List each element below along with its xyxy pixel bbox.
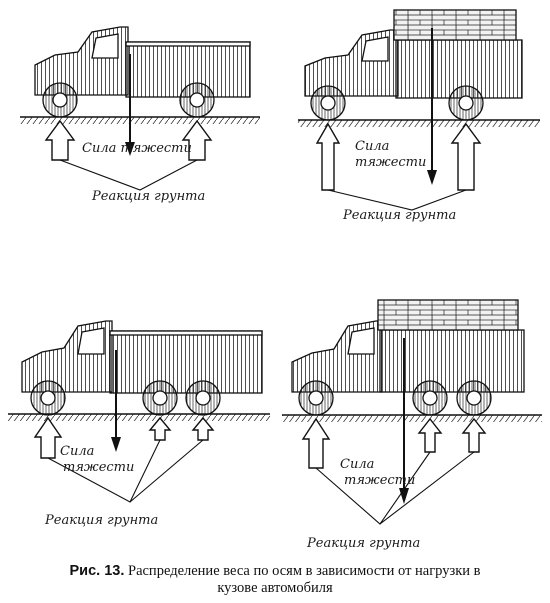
- reaction-leader-lines: [59, 159, 198, 191]
- reaction-arrow-front: [301, 417, 331, 469]
- gravity-label: Сила тяжести: [82, 141, 192, 156]
- ground-strip: [20, 117, 260, 124]
- gravity-arrow: [125, 54, 135, 156]
- caption-line-2: кузове автомобиля: [217, 580, 333, 596]
- reaction-leader-lines: [315, 451, 475, 525]
- gravity-arrow: [111, 350, 121, 452]
- ground-strip: [8, 414, 270, 421]
- caption-line-1: Распределение веса по осям в зависимости…: [128, 563, 481, 579]
- panel-empty-three-axle-truck: Сила тяжести Реакция грунта: [8, 320, 270, 528]
- reaction-arrow-front: [315, 122, 341, 191]
- gravity-label-line1: Сила: [60, 444, 94, 459]
- panel-loaded-three-axle-truck: Сила тяжести Реакция грунта: [282, 299, 542, 551]
- panel-loaded-two-axle-truck: Сила тяжести Реакция грунта: [298, 9, 540, 223]
- truck-body: [291, 299, 525, 416]
- reaction-arrow-rear: [181, 119, 213, 161]
- reaction-label: Реакция грунта: [91, 189, 205, 204]
- reaction-label: Реакция грунта: [342, 208, 456, 223]
- reaction-arrow-rear: [450, 122, 482, 191]
- gravity-label-line2: тяжести: [344, 473, 415, 488]
- gravity-label-line1: Сила: [355, 139, 389, 154]
- brick-load: [393, 9, 517, 41]
- ground-strip: [282, 415, 542, 422]
- figure-number: Рис. 13.: [69, 563, 125, 579]
- gravity-label-line1: Сила: [340, 457, 374, 472]
- reaction-arrow-middle: [148, 416, 172, 441]
- panel-empty-two-axle-truck: Сила тяжести Реакция грунта: [20, 26, 260, 204]
- gravity-arrow: [427, 28, 437, 185]
- reaction-leader-lines: [327, 189, 467, 211]
- reaction-arrow-rear: [191, 416, 215, 441]
- brick-load: [377, 299, 519, 331]
- reaction-arrow-front: [44, 119, 76, 161]
- reaction-leader-lines: [47, 439, 204, 503]
- truck-body: [304, 9, 523, 121]
- reaction-arrow-rear: [461, 417, 487, 453]
- figure-caption: Рис. 13. Распределение веса по осям в за…: [0, 563, 550, 579]
- reaction-arrow-front: [33, 416, 63, 459]
- gravity-label-line2: тяжести: [63, 460, 134, 475]
- truck-body: [34, 26, 251, 118]
- figure-caption-line-2: кузове автомобиля: [0, 580, 550, 596]
- truck-body: [21, 320, 263, 416]
- reaction-label: Реакция грунта: [306, 536, 420, 551]
- reaction-label: Реакция грунта: [44, 513, 158, 528]
- gravity-arrow: [399, 338, 409, 504]
- ground-strip: [298, 120, 540, 127]
- gravity-label-line2: тяжести: [355, 155, 426, 170]
- reaction-arrow-middle: [417, 417, 443, 453]
